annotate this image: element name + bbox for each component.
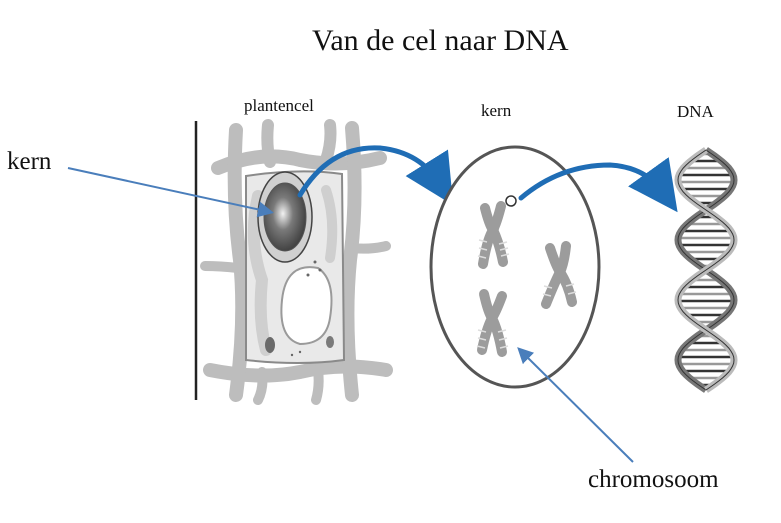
highlight-circle — [505, 195, 517, 207]
label-dna: DNA — [677, 102, 714, 121]
chromosome-2 — [541, 241, 577, 309]
callout-line-kern — [67, 167, 274, 218]
nucleus-oval — [429, 145, 601, 389]
chromosome-1 — [477, 201, 510, 269]
callout-label-kern: kern — [7, 148, 52, 175]
arrow-nucleus-to-dna — [518, 157, 678, 213]
chromosome-3 — [476, 289, 509, 357]
plant-cell-illustration — [200, 119, 393, 405]
callout-label-chromosoom: chromosoom — [588, 466, 719, 493]
arrow-cell-to-nucleus — [297, 145, 454, 206]
label-kern: kern — [481, 101, 512, 120]
label-plantencel: plantencel — [244, 96, 314, 115]
callout-line-chromosoom — [517, 347, 634, 463]
dna-helix — [674, 147, 738, 393]
diagram-title: Van de cel naar DNA — [312, 24, 569, 57]
